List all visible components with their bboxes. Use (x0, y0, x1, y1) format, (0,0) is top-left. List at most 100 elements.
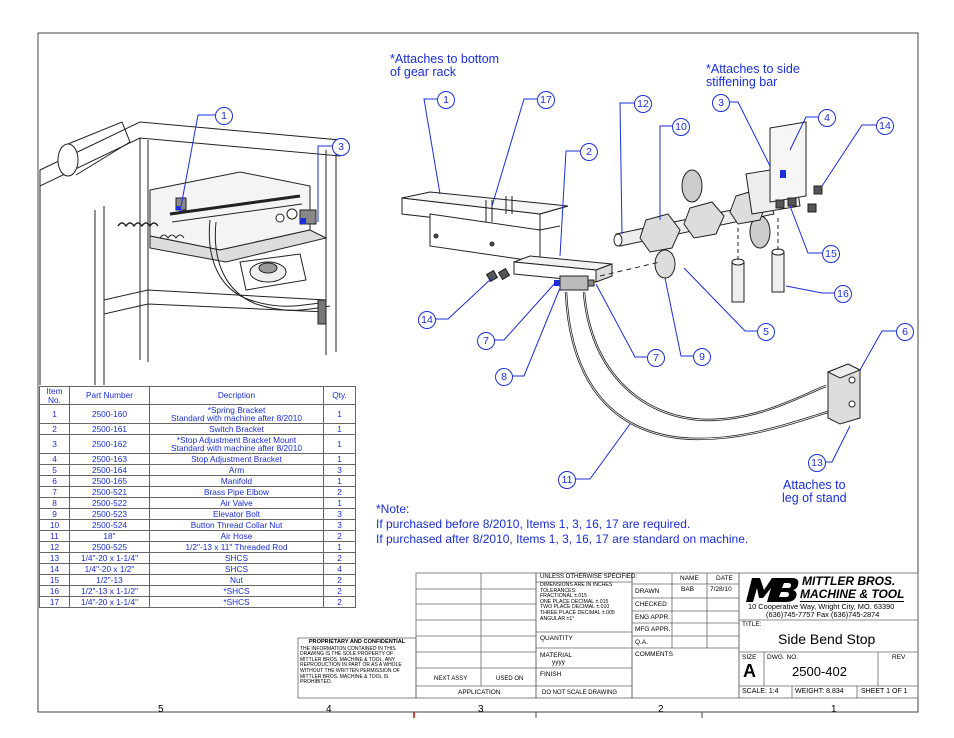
cell-item: 3 (39, 434, 70, 454)
sheet-value: SHEET 1 OF 1 (861, 688, 908, 695)
callout-attach-bottom: *Attaches to bottom of gear rack (390, 52, 500, 79)
header-part-number: Part Number (69, 386, 150, 405)
cell-item: 7 (39, 486, 70, 498)
drawing-title: Side Bend Stop (778, 631, 876, 647)
cell-desc-line: Stop Adjustment Bracket (191, 453, 282, 464)
company-name-1: MITTLER BROS. (802, 574, 896, 588)
balloon-4: 4 (818, 109, 836, 127)
cell-part: 1/4"-20 x 1-1/4" (69, 596, 150, 608)
balloon-13: 13 (808, 454, 826, 472)
cell-item: 15 (39, 574, 70, 586)
balloon-17: 17 (537, 91, 555, 109)
balloon-2: 2 (580, 143, 598, 161)
sheet-border (37, 32, 919, 713)
cell-part: 2500-164 (69, 464, 150, 476)
cell-desc-line: *Stop Adjustment Bracket Mount (176, 434, 297, 445)
balloon-1-exploded: 1 (437, 91, 455, 109)
cell-part: 1/2"-13 x 1-1/2" (69, 585, 150, 597)
balloon-10: 10 (672, 118, 690, 136)
material-label: MATERIAL (540, 652, 573, 659)
balloon-6: 6 (896, 323, 914, 341)
cell-qty: 2 (323, 596, 356, 608)
cell-item: 8 (39, 497, 70, 509)
quantity-label: QUANTITY (540, 635, 573, 642)
cell-item: 17 (39, 596, 70, 608)
balloon-11: 11 (558, 471, 576, 489)
size-label: SIZE (742, 654, 757, 661)
checked-label: CHECKED (635, 601, 667, 608)
used-on-label: USED ON (496, 676, 524, 682)
parts-table-header: Item No. Part Number Decription Qty. (39, 386, 356, 405)
cell-part: 2500-523 (69, 508, 150, 520)
zone-5: 5 (158, 704, 164, 715)
cell-qty: 2 (323, 486, 356, 498)
balloon-5: 5 (757, 323, 775, 341)
do-not-scale: DO NOT SCALE DRAWING (542, 690, 618, 696)
cell-part: 2500-165 (69, 475, 150, 487)
cell-part: 2500-163 (69, 453, 150, 465)
cell-item: 5 (39, 464, 70, 476)
proprietary-block: PROPRIETARY AND CONFIDENTIAL THE INFORMA… (300, 639, 414, 686)
note-line-1: If purchased before 8/2010, Items 1, 3, … (376, 517, 691, 531)
balloon-8: 8 (495, 368, 513, 386)
cell-part: 2500-524 (69, 519, 150, 531)
cell-item: 13 (39, 552, 70, 564)
cell-qty: 3 (323, 464, 356, 476)
cell-part: 2500-160 (69, 404, 150, 424)
cell-qty: 1 (323, 434, 356, 454)
cell-desc-line: Air Valve (220, 497, 253, 508)
qa-label: Q.A. (635, 639, 649, 646)
cell-desc-line: Button Thread Collar Nut (190, 519, 283, 530)
dwg-no-value: 2500-402 (792, 664, 847, 679)
dwg-no-label: DWG. NO. (767, 654, 799, 661)
cell-desc: Brass Pipe Elbow (149, 486, 324, 498)
zone-1: 1 (831, 704, 837, 715)
next-assy-label: NEXT ASSY (434, 676, 468, 682)
cell-desc-line: *SHCS (223, 596, 250, 607)
cell-desc-line: *SHCS (223, 585, 250, 596)
cell-desc: Manifold (149, 475, 324, 487)
cell-desc-line: Brass Pipe Elbow (203, 486, 270, 497)
cell-desc: Elevator Bolt (149, 508, 324, 520)
rev-label: REV (892, 654, 906, 661)
zone-3: 3 (478, 704, 484, 715)
cell-desc: Switch Bracket (149, 423, 324, 435)
air-hose (564, 291, 829, 441)
cell-desc-line: SHCS (224, 563, 249, 574)
balloon-1: 1 (215, 107, 233, 125)
cell-desc: Nut (149, 574, 324, 586)
balloon-16: 16 (834, 285, 852, 303)
cell-part: 2500-521 (69, 486, 150, 498)
cell-qty: 1 (323, 423, 356, 435)
balloon-14-right: 14 (876, 117, 894, 135)
cell-item: 11 (39, 530, 70, 542)
cell-qty: 3 (323, 519, 356, 531)
cell-part: 1/2"-13 (69, 574, 150, 586)
cell-part: 2500-525 (69, 541, 150, 553)
cell-desc-line: Arm (228, 464, 245, 475)
mfg-appr-label: MFG APPR. (635, 626, 671, 633)
cell-qty: 2 (323, 552, 356, 564)
unless-specified: UNLESS OTHERWISE SPECIFIED: (540, 574, 637, 580)
balloon-7-left: 7 (477, 332, 495, 350)
cell-desc: 1/2"-13 x 11" Threaded Rod (149, 541, 324, 553)
cell-qty: 1 (323, 541, 356, 553)
size-value: A (743, 661, 756, 681)
scale-value: SCALE: 1:4 (742, 688, 779, 695)
exploded-view (401, 121, 862, 441)
cell-part: 2500-161 (69, 423, 150, 435)
eng-appr-label: ENG APPR. (635, 614, 671, 621)
cell-item: 9 (39, 508, 70, 520)
